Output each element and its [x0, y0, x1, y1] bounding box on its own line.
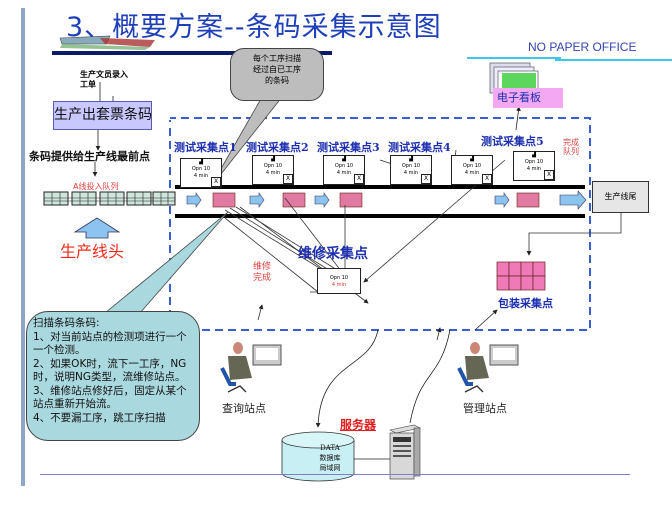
station-title: 测试采集点5 — [481, 135, 544, 148]
clerk-entry-label: 生产文员录入 工单 — [80, 70, 128, 90]
feed-label: 条码提供给生产线最前点 — [29, 150, 150, 163]
close-icon[interactable]: X — [421, 174, 431, 184]
note-line: 4、不要漏工序，跳工序扫描 — [33, 411, 166, 424]
station-title: 测试采集点2 — [246, 141, 309, 154]
station-title: 测试采集点1 — [174, 141, 237, 154]
packing-blocks — [496, 261, 546, 291]
scan-callout: 每个工序扫描 经过自已工序 的条码 — [230, 48, 324, 101]
repair-done-label: 维修 完成 — [253, 262, 271, 284]
bottom-rule — [40, 474, 630, 475]
clerk-entry-line: 工单 — [80, 80, 96, 89]
worker-icon: ▟ — [199, 159, 203, 165]
worker-icon: ▟ — [409, 156, 413, 162]
repair-station-card[interactable]: Opn 10 4 min — [317, 268, 361, 294]
arrow — [515, 106, 521, 131]
done-queue-label: 完成 队列 — [563, 138, 579, 156]
done-queue-line: 队列 — [563, 147, 579, 156]
brand-tag: NO PAPER OFFICE — [528, 40, 637, 54]
e-board-label: 电子看板 — [493, 88, 563, 108]
station-card[interactable]: ▟ Opn 10 4 min X — [513, 151, 555, 181]
line-tail-box: 生产线尾 — [592, 181, 649, 213]
input-queue — [43, 191, 176, 206]
database-label: DATA 数据库 局域网 — [300, 443, 360, 473]
note-line: 1、对当前站点的检测项进行一个一个检测。 — [33, 330, 187, 357]
station-op: Opn 10 — [524, 159, 544, 165]
flow-arrows — [186, 190, 587, 210]
station-op: Opn 10 — [191, 166, 211, 172]
close-icon[interactable]: X — [211, 177, 221, 187]
station-card[interactable]: ▟ Opn 10 4 min X — [451, 155, 493, 185]
close-icon[interactable]: X — [482, 174, 492, 184]
database-line: 局域网 — [319, 464, 341, 472]
arrow — [474, 309, 498, 331]
station-card[interactable]: ▟ Opn 10 4 min X — [252, 155, 294, 185]
station-card[interactable]: ▟ Opn 10 4 min X — [390, 155, 432, 185]
repair-done-line: 完成 — [253, 273, 272, 283]
station-time: 4 min — [464, 170, 480, 176]
close-icon[interactable]: X — [283, 174, 293, 184]
title-underline — [52, 51, 332, 55]
server-label: 服务器 — [340, 418, 377, 432]
left-accent-bar — [21, 8, 25, 486]
database-icon — [281, 431, 355, 482]
server-icon — [389, 424, 421, 480]
upper-rail — [175, 185, 585, 189]
note-tail — [103, 211, 229, 314]
mgmt-station-label: 管理站点 — [463, 402, 507, 415]
worker-icon: ▟ — [342, 156, 346, 162]
printer-icon — [59, 35, 155, 50]
worker-icon: ▟ — [271, 156, 275, 162]
callout-line: 经过自已工序 — [253, 65, 301, 74]
packing-station-label: 包装采集点 — [498, 297, 553, 310]
station-op: Opn 10 — [334, 163, 354, 169]
station-title: 测试采集点4 — [388, 141, 451, 154]
input-queue-label: A线投入队列 — [73, 182, 119, 191]
line-head-label: 生产线头 — [60, 242, 125, 261]
close-icon[interactable]: X — [354, 174, 364, 184]
page-title: 3、概要方案--条码采集示意图 — [66, 12, 442, 43]
worker-icon: ▟ — [532, 152, 536, 158]
barcode-generation-box: 生产出套票条码 — [53, 101, 152, 130]
scan-rules-note: 扫描条码条码: 1、对当前站点的检测项进行一个一个检测。 2、如果OK时，流下一… — [26, 311, 200, 441]
station-op: Opn 10 — [263, 163, 283, 169]
brand-rule — [467, 57, 561, 59]
callout-line: 每个工序扫描 — [253, 54, 301, 63]
brand-rule — [555, 59, 672, 61]
query-person-icon — [220, 342, 282, 393]
station-op: Opn 10 — [462, 163, 482, 169]
done-queue-line: 完成 — [563, 138, 579, 147]
station-time: 4 min — [265, 170, 281, 176]
lower-rail — [175, 214, 585, 218]
station-time: 4 min — [331, 282, 347, 288]
repair-done-line: 维修 — [253, 262, 272, 272]
station-time: 4 min — [403, 170, 419, 176]
station-op: Opn 10 — [329, 275, 349, 281]
tail-connector — [526, 211, 622, 256]
mgmt-person-icon — [457, 342, 519, 393]
query-station-label: 查询站点 — [222, 402, 266, 415]
note-line: 3、维修站点修好后，固定从某个站点重新开始流。 — [33, 384, 187, 411]
query-db-link — [315, 329, 379, 428]
station-card[interactable]: ▟ Opn 10 4 min X — [180, 158, 222, 188]
clerk-entry-line: 生产文员录入 — [80, 70, 128, 79]
line-head-arrow — [73, 217, 121, 239]
wip-blocks — [212, 192, 540, 208]
station-op: Opn 10 — [401, 163, 421, 169]
mgmt-server-link — [409, 329, 451, 424]
database-line: 数据库 — [319, 454, 341, 462]
station-card[interactable]: ▟ Opn 10 4 min X — [323, 155, 365, 185]
station-time: 4 min — [193, 173, 209, 179]
repair-station-title: 维修采集点 — [298, 246, 368, 262]
station-title: 测试采集点3 — [317, 141, 380, 154]
worker-icon: ▟ — [470, 156, 474, 162]
station-time: 4 min — [336, 170, 352, 176]
callout-line: 的条码 — [265, 76, 289, 85]
close-icon[interactable]: X — [544, 170, 554, 180]
note-line: 2、如果OK时，流下一工序，NG时，说明NG类型，流维修站点。 — [33, 357, 187, 384]
note-heading: 扫描条码条码: — [33, 317, 100, 329]
database-line: DATA — [320, 444, 340, 452]
station-time: 4 min — [526, 166, 542, 172]
arrow — [436, 327, 442, 341]
